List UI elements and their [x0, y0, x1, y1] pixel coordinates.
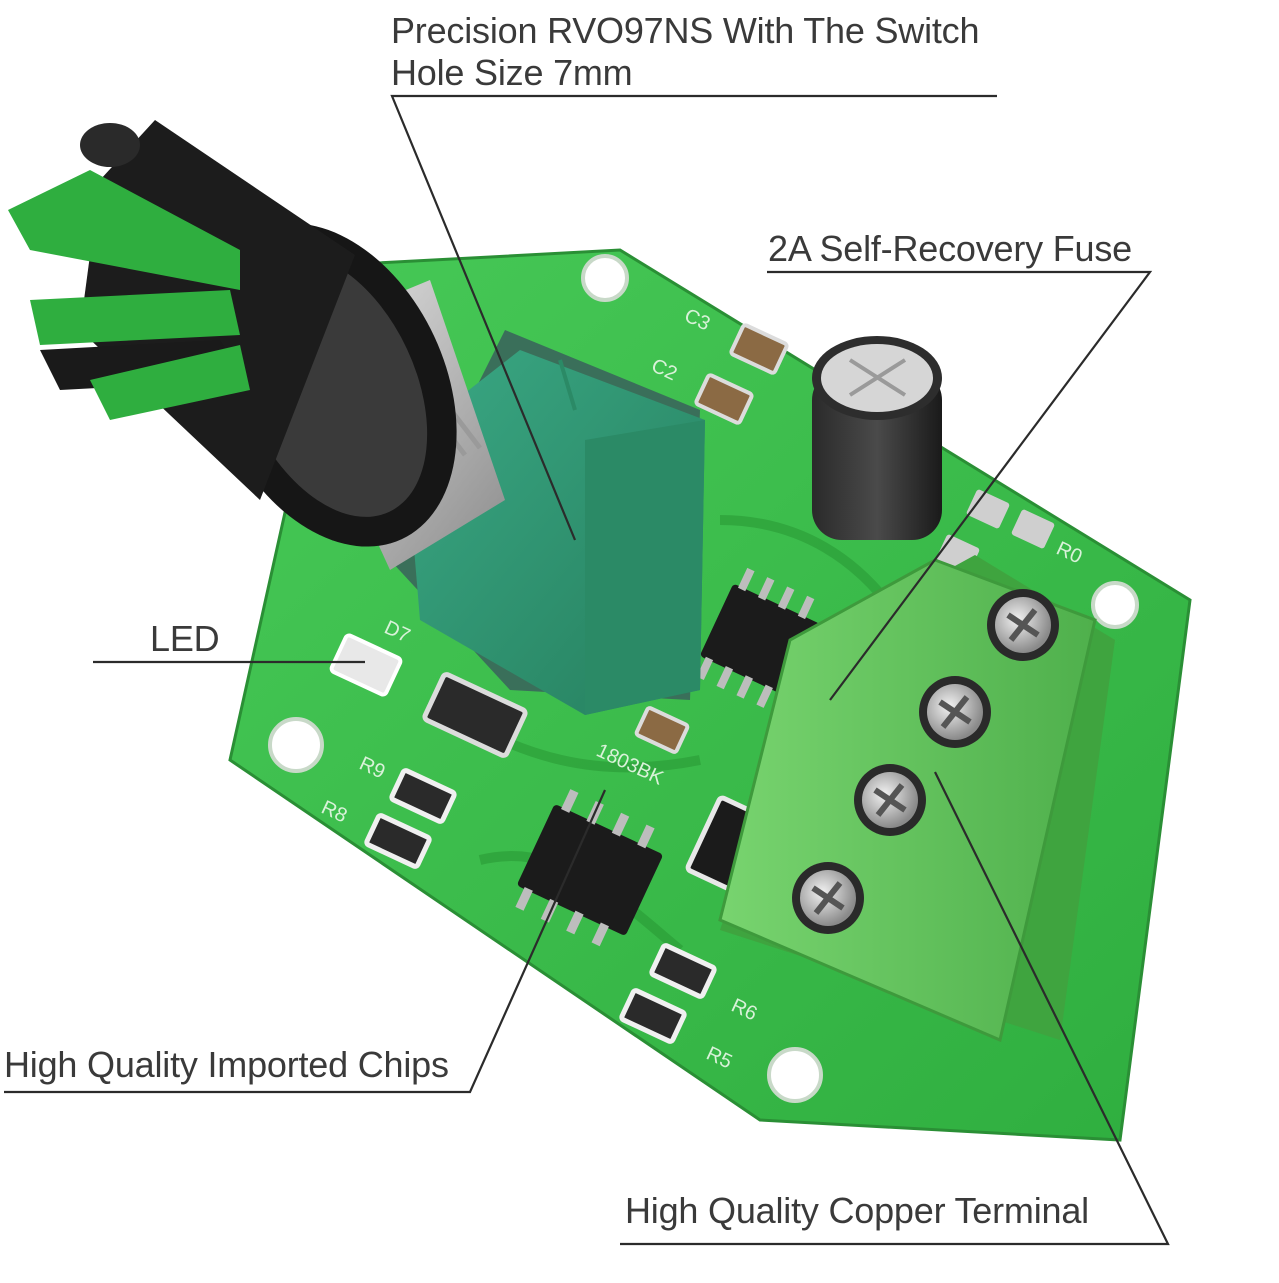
leader-fuse — [767, 270, 1153, 701]
smd-components — [329, 323, 1055, 1044]
callout-led: LED — [150, 618, 220, 659]
leader-chips — [4, 789, 607, 1094]
leader-lines — [4, 94, 1170, 1246]
mount-hole — [268, 717, 324, 773]
leader-terminal — [620, 771, 1170, 1246]
terminal-screw — [792, 862, 864, 934]
mount-hole — [581, 254, 629, 302]
callout-chips: High Quality Imported Chips — [4, 1044, 449, 1085]
terminal-screw — [854, 764, 926, 836]
terminal-screw — [987, 589, 1059, 661]
callout-terminal: High Quality Copper Terminal — [625, 1190, 1089, 1231]
terminal-screw — [919, 676, 991, 748]
electrolytic-capacitor — [812, 336, 942, 540]
screw-terminal-block — [718, 555, 1115, 1043]
mount-hole — [1091, 581, 1139, 629]
callout-potentiometer-line1: Precision RVO97NS With The Switch — [391, 10, 980, 51]
mount-hole — [767, 1047, 823, 1103]
callout-fuse: 2A Self-Recovery Fuse — [768, 228, 1132, 269]
leader-potentiometer — [390, 94, 997, 541]
control-knob[interactable] — [8, 120, 506, 588]
callout-potentiometer-line2: Hole Size 7mm — [391, 52, 633, 93]
